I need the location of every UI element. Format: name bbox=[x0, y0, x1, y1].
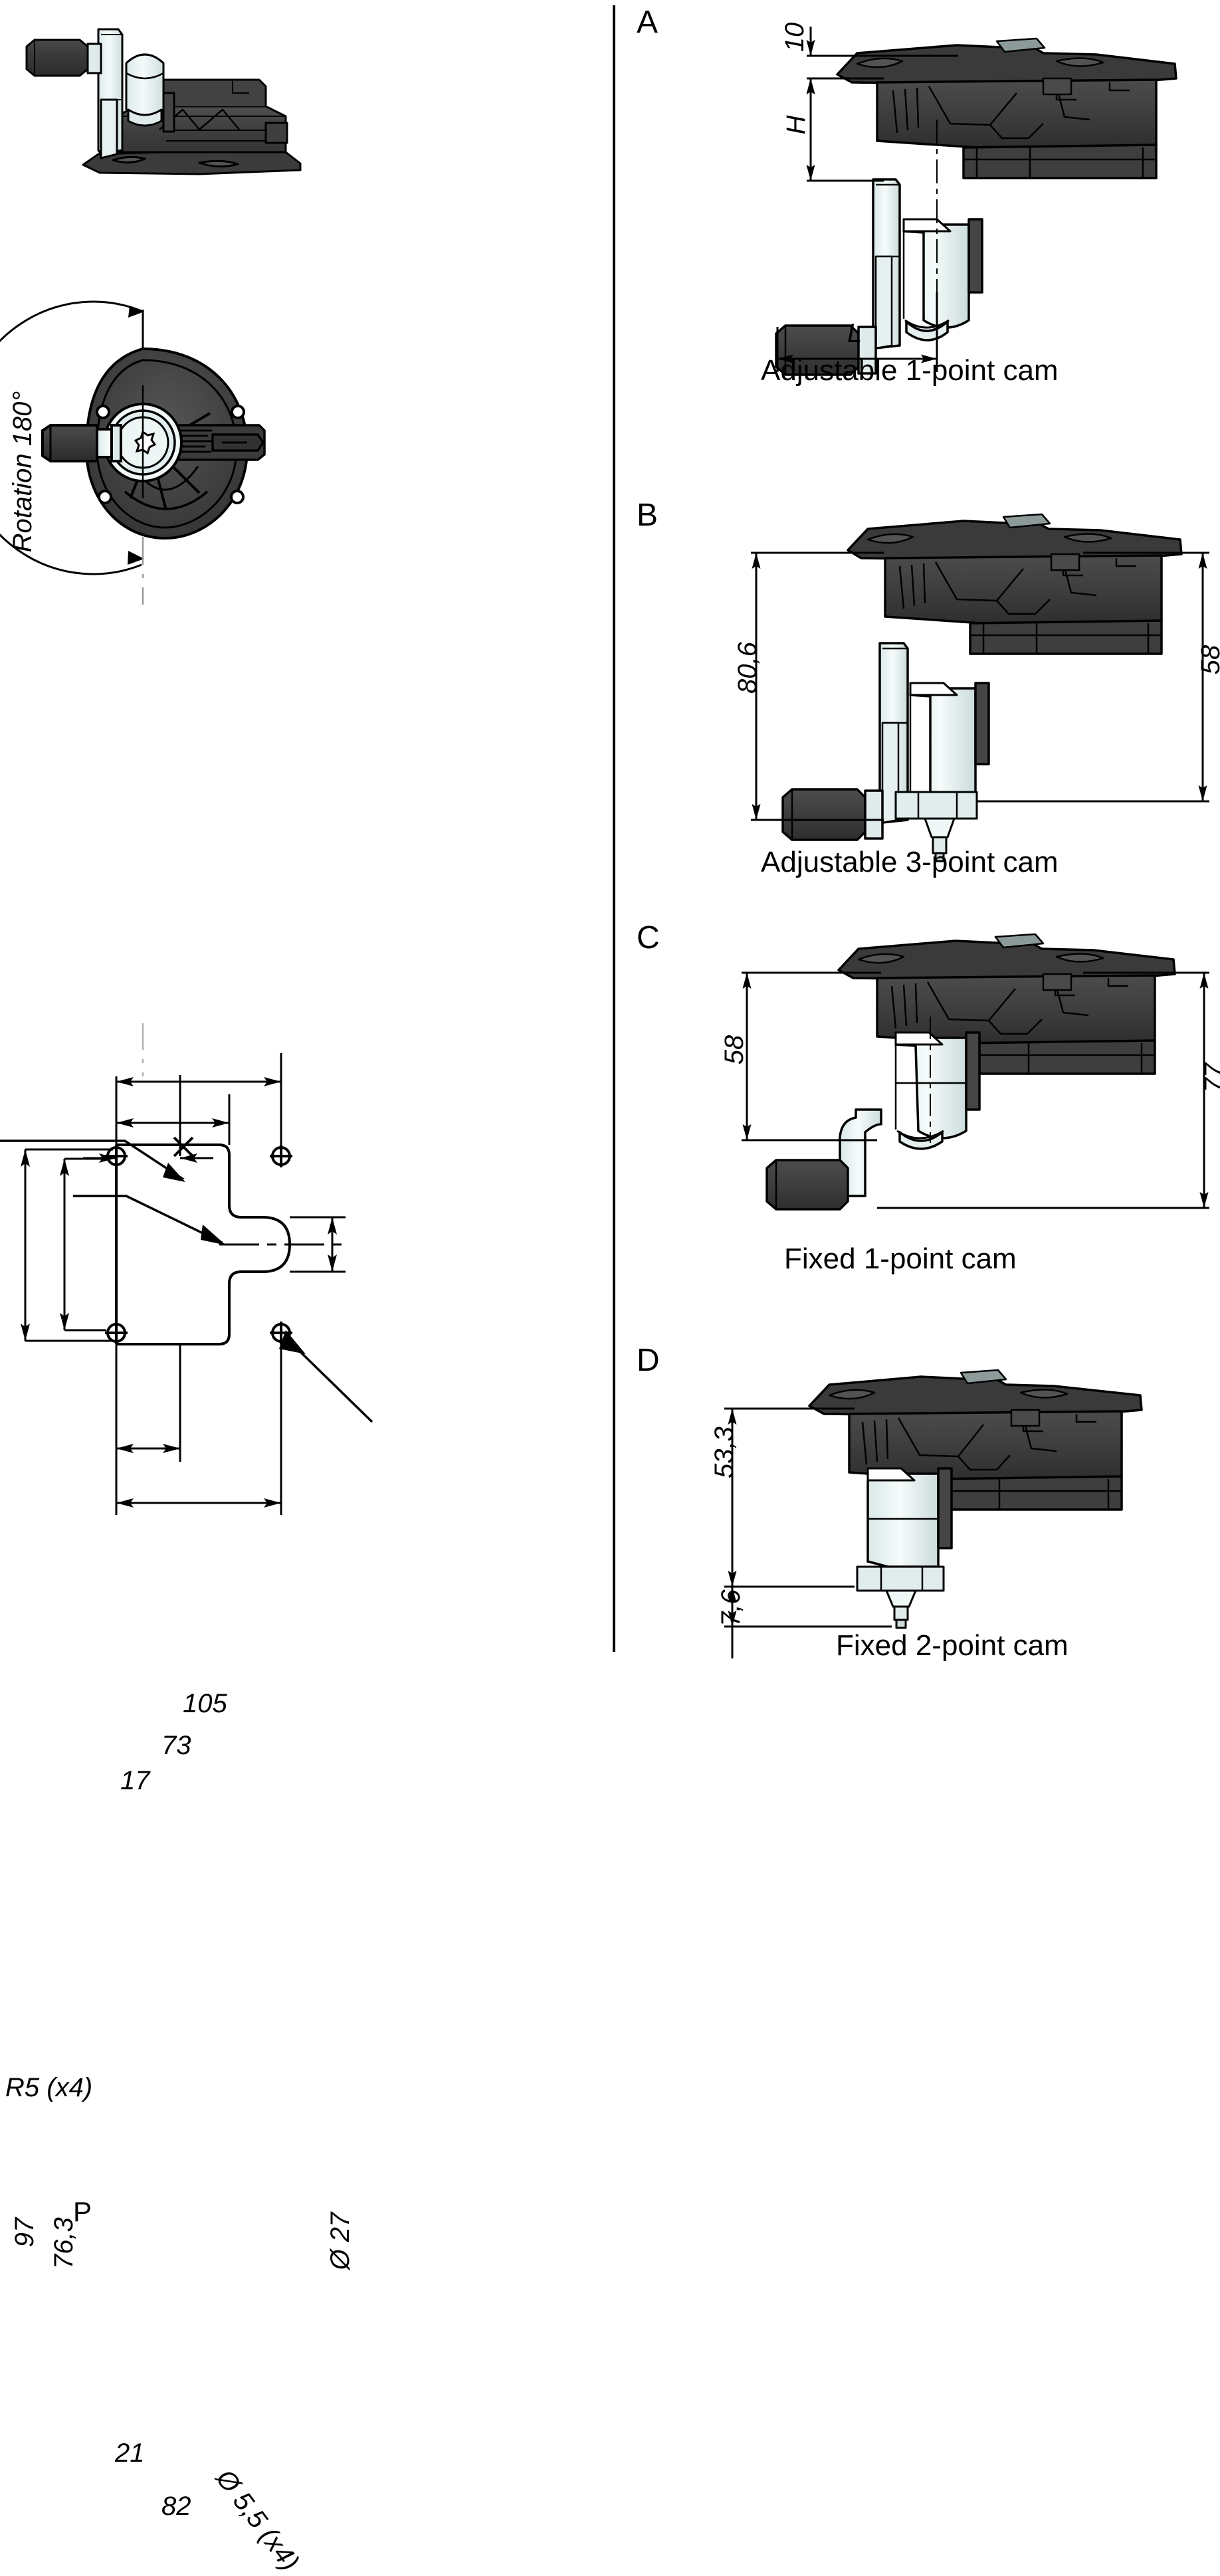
leader-d55 bbox=[289, 1341, 373, 1423]
note-r5: R5 (x4) bbox=[5, 2073, 93, 2102]
dim-label-d-76: 7,6 bbox=[716, 1589, 746, 1627]
dim-label-82: 82 bbox=[161, 2492, 191, 2521]
note-d55: Ø 5,5 (x4) bbox=[210, 2464, 305, 2576]
panel-b: B bbox=[618, 492, 1220, 904]
rotation-label: Rotation 180° bbox=[8, 391, 37, 553]
panel-b-caption: Adjustable 3-point cam bbox=[761, 846, 1059, 878]
dim-label-105: 105 bbox=[183, 1689, 227, 1718]
panel-c-letter: C bbox=[637, 920, 660, 955]
mounting-holes bbox=[105, 1145, 292, 1344]
panel-d-caption: Fixed 2-point cam bbox=[836, 1629, 1068, 1662]
cutout-profile bbox=[115, 1143, 291, 1345]
dim-label-a-10: 10 bbox=[780, 22, 809, 52]
dim-label-a-H: H bbox=[781, 115, 811, 135]
dim-label-b-806: 80,6 bbox=[733, 642, 762, 694]
rotation-arrow-bottom bbox=[128, 551, 144, 565]
left-dimension-drawing: 105 73 17 97 76,3 21 82 Ø 27 R5 (x4) P Ø… bbox=[0, 1023, 598, 2576]
panel-d: D bbox=[618, 1302, 1220, 1662]
dim-label-b-58: 58 bbox=[1196, 644, 1220, 675]
left-side-elevation-view bbox=[0, 0, 598, 219]
note-p: P bbox=[73, 2196, 92, 2227]
dim-label-97: 97 bbox=[10, 2217, 39, 2248]
column-divider bbox=[613, 5, 615, 1652]
dim-label-d-533: 53,3 bbox=[710, 1427, 739, 1478]
dim-label-27: Ø 27 bbox=[326, 2212, 355, 2270]
panel-a-caption: Adjustable 1-point cam bbox=[761, 354, 1059, 387]
panel-a-letter: A bbox=[637, 5, 659, 40]
left-top-plan-view: Rotation 180° bbox=[0, 299, 598, 605]
rotation-arrow-top bbox=[128, 306, 144, 318]
panel-b-letter: B bbox=[637, 498, 659, 533]
panel-c-caption: Fixed 1-point cam bbox=[784, 1242, 1017, 1275]
leader-d55-arrow bbox=[279, 1330, 306, 1354]
panel-d-letter: D bbox=[637, 1343, 660, 1378]
leader-r5 bbox=[0, 1139, 184, 1181]
dim-label-c-58: 58 bbox=[720, 1035, 749, 1065]
dim-label-a-L: L bbox=[847, 319, 863, 348]
dim-97 bbox=[21, 1149, 30, 1341]
leader-r5-arrow bbox=[163, 1163, 185, 1182]
dim-label-73: 73 bbox=[161, 1731, 191, 1760]
panel-a: A bbox=[618, 0, 1220, 412]
rotation-arc bbox=[0, 300, 142, 575]
dim-label-c-77: 77 bbox=[1199, 1062, 1220, 1093]
leader-p-arrow bbox=[201, 1225, 226, 1245]
dim-label-21: 21 bbox=[115, 2438, 145, 2468]
leader-p bbox=[73, 1195, 223, 1244]
dim-label-17: 17 bbox=[120, 1766, 150, 1795]
panel-c: C bbox=[618, 910, 1220, 1309]
